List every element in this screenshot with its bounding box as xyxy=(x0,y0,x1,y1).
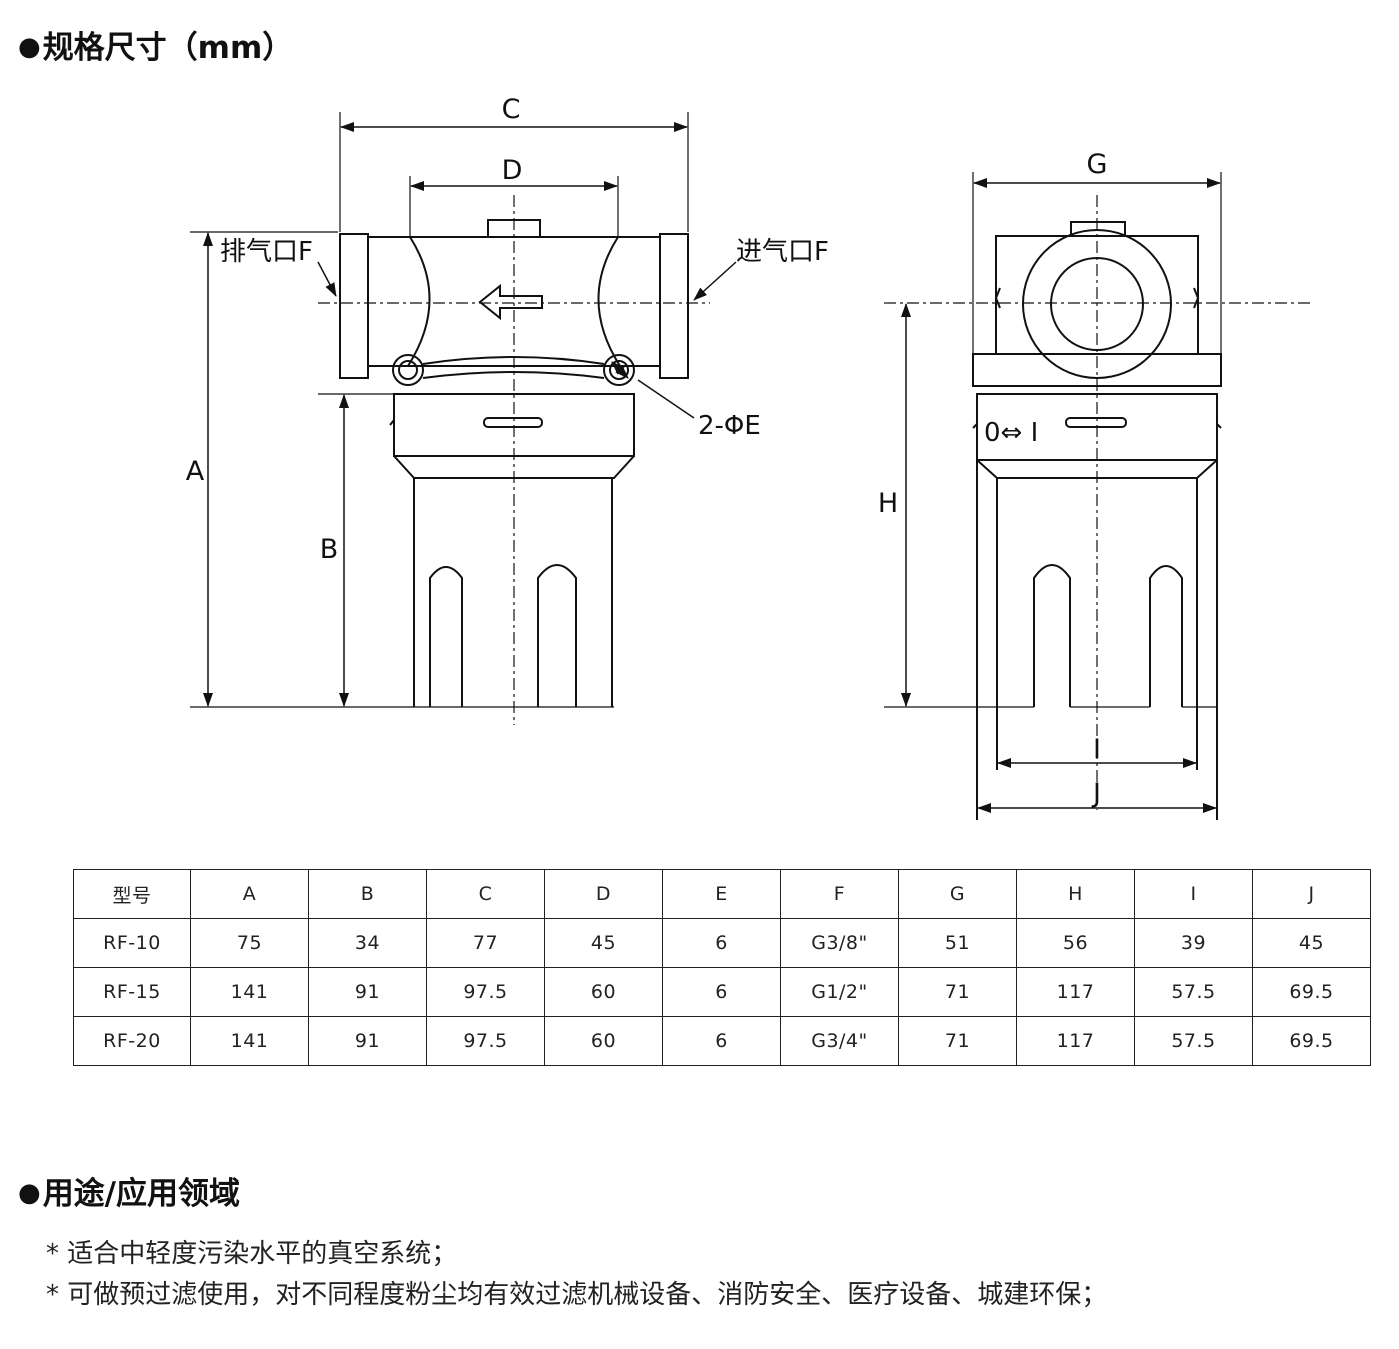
dim-label-g: G xyxy=(1087,149,1108,180)
dim-label-h: H xyxy=(878,488,898,519)
header-cell: B xyxy=(308,869,427,919)
table-cell: 69.5 xyxy=(1252,967,1371,1017)
table-cell: 56 xyxy=(1016,918,1135,968)
table-cell: 60 xyxy=(544,1016,663,1066)
table-cell: 141 xyxy=(190,1016,309,1066)
dim-label-b: B xyxy=(320,534,339,565)
table-cell: 71 xyxy=(898,967,1017,1017)
table-cell: 91 xyxy=(308,1016,427,1066)
exhaust-leader xyxy=(317,261,337,297)
exhaust-port-label: 排气口F xyxy=(220,237,313,267)
table-cell: 60 xyxy=(544,967,663,1017)
table-cell: 69.5 xyxy=(1252,1016,1371,1066)
table-cell: 45 xyxy=(544,918,663,968)
table-cell: 6 xyxy=(662,918,781,968)
usage-heading: ●用途/应用领域 xyxy=(18,1168,240,1213)
table-cell: 57.5 xyxy=(1134,967,1253,1017)
table-cell: 45 xyxy=(1252,918,1371,968)
spec-table: 型号 A B C D E F G H I J RF-10 75 34 77 45… xyxy=(73,869,1371,1066)
table-cell: RF-10 xyxy=(73,918,191,968)
header-cell: D xyxy=(544,869,663,919)
front-latch xyxy=(483,417,543,428)
mount-hole-right xyxy=(603,354,635,386)
table-cell: 117 xyxy=(1016,967,1135,1017)
table-cell: 51 xyxy=(898,918,1017,968)
table-cell: 77 xyxy=(426,918,545,968)
dim-label-a: A xyxy=(186,456,205,487)
dimension-drawing: C D A B 排气口F 进气口F 2-ΦE 0⇔ I xyxy=(186,94,1310,820)
flow-arrow-icon xyxy=(478,283,543,321)
table-cell: RF-20 xyxy=(73,1016,191,1066)
mount-hole-left xyxy=(392,354,424,386)
hole-leader xyxy=(637,379,695,419)
mount-hole-label: 2-ΦE xyxy=(698,411,761,441)
specs-heading: ●规格尺寸（mm） xyxy=(18,22,293,67)
table-cell: 141 xyxy=(190,967,309,1017)
table-cell: RF-15 xyxy=(73,967,191,1017)
table-cell: 75 xyxy=(190,918,309,968)
usage-list: * 适合中轻度污染水平的真空系统； * 可做预过滤使用，对不同程度粉尘均有效过滤… xyxy=(46,1234,1107,1316)
bullet-icon: ● xyxy=(18,32,41,62)
list-item: * 适合中轻度污染水平的真空系统； xyxy=(46,1239,458,1269)
table-row: RF-10 75 34 77 45 6 G3/8" 51 56 39 45 xyxy=(73,918,1371,968)
table-cell: 6 xyxy=(662,967,781,1017)
table-cell: 34 xyxy=(308,918,427,968)
bullet-icon: ● xyxy=(18,1178,41,1208)
table-cell: 91 xyxy=(308,967,427,1017)
table-cell: 57.5 xyxy=(1134,1016,1253,1066)
table-cell: G3/8" xyxy=(780,918,899,968)
table-cell: 39 xyxy=(1134,918,1253,968)
header-cell: 型号 xyxy=(73,869,191,919)
side-latch xyxy=(1065,417,1127,428)
table-cell: G1/2" xyxy=(780,967,899,1017)
table-cell: 6 xyxy=(662,1016,781,1066)
table-header-row: 型号 A B C D E F G H I J xyxy=(73,869,1371,919)
dim-label-i: I xyxy=(1093,734,1101,765)
header-cell: F xyxy=(780,869,899,919)
table-cell: 71 xyxy=(898,1016,1017,1066)
header-cell: E xyxy=(662,869,781,919)
table-cell: 97.5 xyxy=(426,967,545,1017)
side-top-boss xyxy=(1070,221,1126,237)
list-item: * 可做预过滤使用，对不同程度粉尘均有效过滤机械设备、消防安全、医疗设备、城建环… xyxy=(46,1280,1108,1310)
table-cell: 117 xyxy=(1016,1016,1135,1066)
table-cell: G3/4" xyxy=(780,1016,899,1066)
dim-label-j: J xyxy=(1091,778,1101,809)
table-cell: 97.5 xyxy=(426,1016,545,1066)
header-cell: G xyxy=(898,869,1017,919)
intake-port-label: 进气口F xyxy=(736,237,829,267)
intake-leader xyxy=(693,261,737,301)
usage-heading-text: 用途/应用领域 xyxy=(42,1176,241,1212)
specs-heading-text: 规格尺寸（mm） xyxy=(42,30,294,66)
exhaust-flange xyxy=(339,233,369,379)
table-row: RF-20 141 91 97.5 60 6 G3/4" 71 117 57.5… xyxy=(73,1016,1371,1066)
table-row: RF-15 141 91 97.5 60 6 G1/2" 71 117 57.5… xyxy=(73,967,1371,1017)
dim-label-d: D xyxy=(502,155,523,186)
header-cell: J xyxy=(1252,869,1371,919)
intake-flange xyxy=(659,233,689,379)
header-cell: C xyxy=(426,869,545,919)
switch-marks: 0⇔ I xyxy=(984,418,1038,448)
header-cell: A xyxy=(190,869,309,919)
header-cell: I xyxy=(1134,869,1253,919)
dim-label-c: C xyxy=(502,94,521,125)
header-cell: H xyxy=(1016,869,1135,919)
